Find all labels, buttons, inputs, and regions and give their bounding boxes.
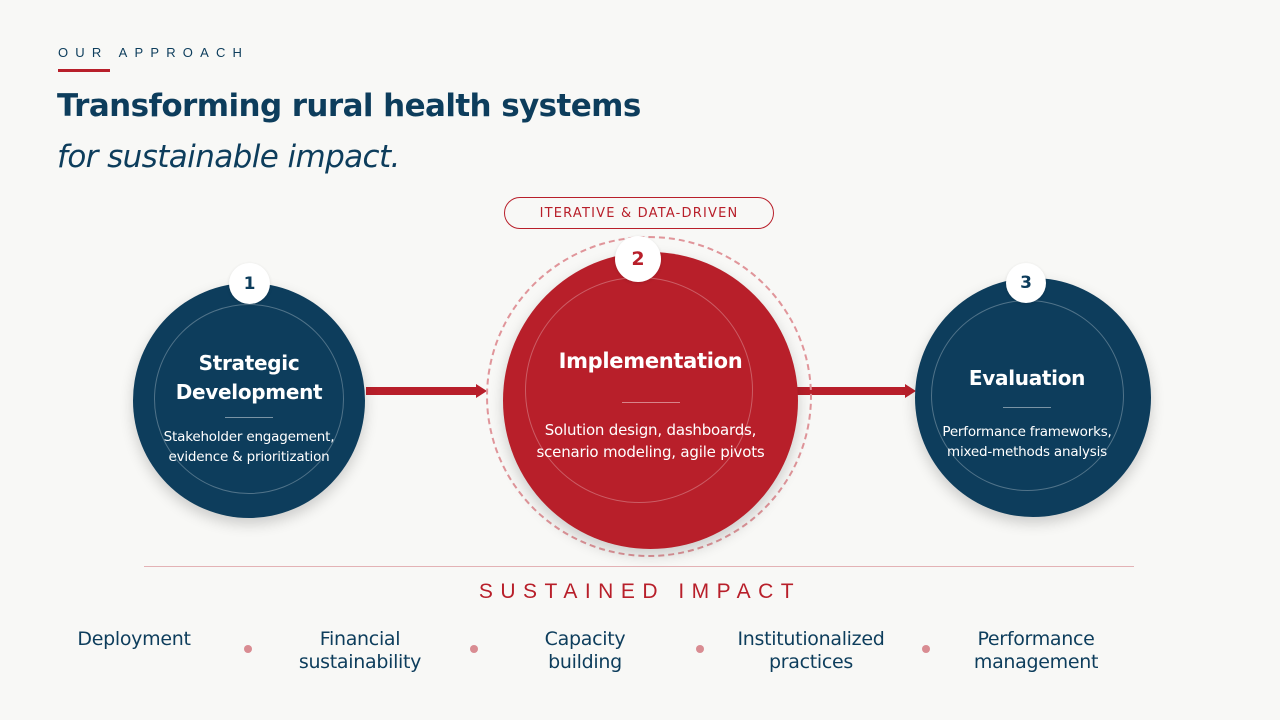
step-heading-line: Implementation	[558, 349, 743, 373]
step-desc-line: evidence & prioritization	[168, 449, 330, 465]
outcome-performance-management: Performance management	[936, 628, 1136, 674]
inner-ring	[154, 304, 344, 494]
step-content: Strategic Development Stakeholder engage…	[133, 349, 365, 467]
outcome-capacity-building: Capacity building	[485, 628, 685, 674]
page-title: Transforming rural health systems	[57, 88, 641, 124]
eyebrow-label: OUR APPROACH	[58, 45, 250, 60]
arrow-shaft	[797, 387, 908, 395]
arrow-shaft	[366, 387, 477, 395]
page-subtitle: for sustainable impact.	[57, 139, 400, 175]
step-heading: Implementation	[503, 347, 798, 376]
arrow-1-to-2	[366, 384, 487, 398]
step-description: Performance frameworks, mixed-methods an…	[903, 422, 1151, 462]
outcome-line: Performance	[977, 628, 1095, 650]
step-description: Solution design, dashboards, scenario mo…	[503, 419, 798, 463]
step-divider	[621, 402, 680, 403]
step-circle-implementation: Implementation Solution design, dashboar…	[503, 252, 798, 549]
step-divider	[1003, 407, 1051, 408]
step-number: 1	[243, 273, 256, 294]
bullet-dot-icon	[922, 645, 930, 653]
step-desc-line: Stakeholder engagement,	[163, 429, 335, 445]
impact-divider	[144, 566, 1134, 567]
outcome-line: sustainability	[298, 651, 422, 673]
step-circle-evaluation: Evaluation Performance frameworks, mixed…	[915, 278, 1151, 517]
arrow-head-icon	[905, 384, 916, 398]
step-desc-line: Performance frameworks,	[942, 424, 1112, 440]
bullet-dot-icon	[470, 645, 478, 653]
step-content: Implementation Solution design, dashboar…	[503, 347, 798, 463]
step-heading-line: Strategic	[198, 351, 300, 375]
outcome-line: practices	[768, 651, 854, 673]
bullet-dot-icon	[244, 645, 252, 653]
outcome-line: management	[973, 651, 1099, 673]
bullet-dot-icon	[696, 645, 704, 653]
step-number: 3	[1020, 273, 1032, 293]
step-number-badge-1: 1	[229, 263, 270, 304]
iterative-pill-label: ITERATIVE & DATA-DRIVEN	[539, 205, 739, 221]
eyebrow-underline	[58, 69, 110, 72]
outcome-line: Institutionalized	[737, 628, 885, 650]
arrow-2-to-3	[797, 384, 918, 398]
outcome-deployment: Deployment	[34, 628, 234, 651]
arrow-head-icon	[476, 384, 487, 398]
step-description: Stakeholder engagement, evidence & prior…	[133, 427, 365, 467]
impact-title: SUSTAINED IMPACT	[478, 580, 802, 603]
step-heading-line: Development	[175, 380, 323, 404]
step-desc-line: Solution design, dashboards,	[544, 421, 757, 439]
outcome-institutionalized-practices: Institutionalized practices	[711, 628, 911, 674]
step-desc-line: scenario modeling, agile pivots	[536, 443, 765, 461]
step-desc-line: mixed-methods analysis	[947, 444, 1107, 460]
outcome-line: Capacity	[544, 628, 626, 650]
iterative-pill: ITERATIVE & DATA-DRIVEN	[504, 197, 774, 229]
iterative-dashed-ring	[486, 236, 812, 557]
step-circle-strategic-development: Strategic Development Stakeholder engage…	[133, 283, 365, 518]
outcome-financial-sustainability: Financial sustainability	[260, 628, 460, 674]
step-heading-line: Evaluation	[968, 366, 1086, 390]
step-number: 2	[631, 248, 645, 270]
step-heading: Evaluation	[903, 364, 1151, 393]
outcome-line: Financial	[319, 628, 401, 650]
step-number-badge-3: 3	[1006, 263, 1046, 303]
step-content: Evaluation Performance frameworks, mixed…	[903, 364, 1151, 462]
outcome-line: building	[548, 651, 622, 673]
outcome-line: Deployment	[77, 628, 191, 650]
step-divider	[225, 417, 273, 418]
step-heading: Strategic Development	[133, 349, 365, 407]
step-number-badge-2: 2	[615, 236, 661, 282]
